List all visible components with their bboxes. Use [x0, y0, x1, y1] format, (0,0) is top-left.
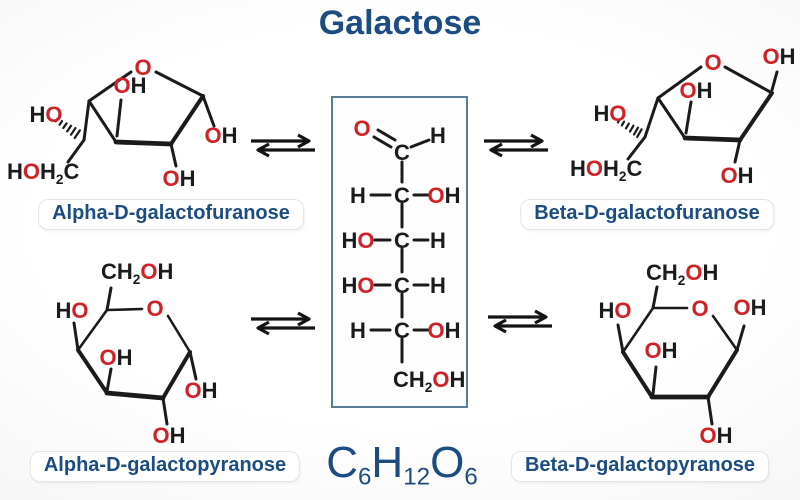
label-beta-pyranose: Beta-D-galactopyranose	[511, 452, 769, 481]
atom-ho: HO	[341, 273, 374, 298]
atom-h: H	[430, 273, 446, 298]
fischer-bonds	[369, 128, 432, 364]
atom-hoh2c: HOH2C	[7, 159, 79, 187]
atom-c: C	[394, 140, 410, 165]
atom-oh: OH	[184, 378, 217, 403]
alpha-furanose-structure: O OH OH OH HO HOH2C	[7, 55, 238, 191]
atom-c: C	[394, 318, 410, 343]
atom-ch2oh: CH2OH	[646, 260, 718, 288]
alpha-pyranose-structure: CH2OH O HO OH OH OH	[55, 259, 217, 448]
equilibrium-arrow	[488, 309, 552, 334]
atom-oh: OH	[113, 73, 146, 98]
label-alpha-furanose: Alpha-D-galactofuranose	[39, 200, 303, 229]
label-alpha-pyranose: Alpha-D-galactopyranose	[30, 452, 300, 481]
fischer-projection: O C H H C OH HO C H HO C H H C OH CH2OH	[341, 116, 465, 395]
atom-ho: HO	[598, 298, 631, 323]
atom-oh: OH	[204, 123, 237, 148]
equilibrium-arrow	[251, 311, 315, 336]
beta-furanose-structure: O OH OH OH HO HOH2C	[570, 44, 796, 188]
label-beta-furanose: Beta-D-galactofuranose	[521, 200, 773, 229]
atom-oh: OH	[644, 338, 677, 363]
atom-ho: HO	[593, 101, 626, 126]
atom-o: O	[146, 296, 163, 321]
page-title: Galactose	[318, 4, 482, 42]
atom-o: O	[353, 116, 370, 141]
atom-c: C	[394, 183, 410, 208]
atom-oh: OH	[699, 423, 732, 448]
ring-bonds	[626, 65, 779, 164]
fischer-projection-box	[331, 96, 468, 408]
atom-c: C	[394, 228, 410, 253]
atom-oh: OH	[720, 163, 753, 188]
atom-oh: OH	[162, 166, 195, 191]
atom-ho: HO	[55, 298, 88, 323]
atom-oh: OH	[427, 183, 460, 208]
equilibrium-arrow	[251, 133, 315, 158]
atom-o: O	[704, 50, 721, 75]
molecular-formula: C6H12O6	[326, 438, 478, 491]
equilibrium-arrow	[484, 133, 548, 158]
atom-ch2oh: CH2OH	[393, 367, 465, 395]
atom-oh: OH	[679, 78, 712, 103]
hashed-bond	[616, 118, 643, 139]
atom-h: H	[430, 228, 446, 253]
atom-ho: HO	[29, 102, 62, 127]
ring-bonds	[616, 285, 746, 426]
atom-hoh2c: HOH2C	[570, 156, 642, 184]
hashed-bond	[54, 117, 82, 140]
atom-o: O	[691, 296, 708, 321]
ring-bonds	[72, 286, 198, 426]
atom-h: H	[430, 123, 446, 148]
atom-oh: OH	[152, 423, 185, 448]
atom-oh: OH	[99, 345, 132, 370]
atom-ho: HO	[341, 228, 374, 253]
atom-o: O	[134, 55, 151, 80]
ring-bonds	[66, 70, 216, 168]
atom-h: H	[350, 318, 366, 343]
beta-pyranose-structure: CH2OH O HO OH OH OH	[598, 260, 766, 448]
atom-oh: OH	[733, 295, 766, 320]
atom-ch2oh: CH2OH	[101, 259, 173, 287]
atom-oh: OH	[427, 318, 460, 343]
atom-oh: OH	[762, 44, 795, 69]
atom-c: C	[394, 273, 410, 298]
atom-h: H	[350, 183, 366, 208]
